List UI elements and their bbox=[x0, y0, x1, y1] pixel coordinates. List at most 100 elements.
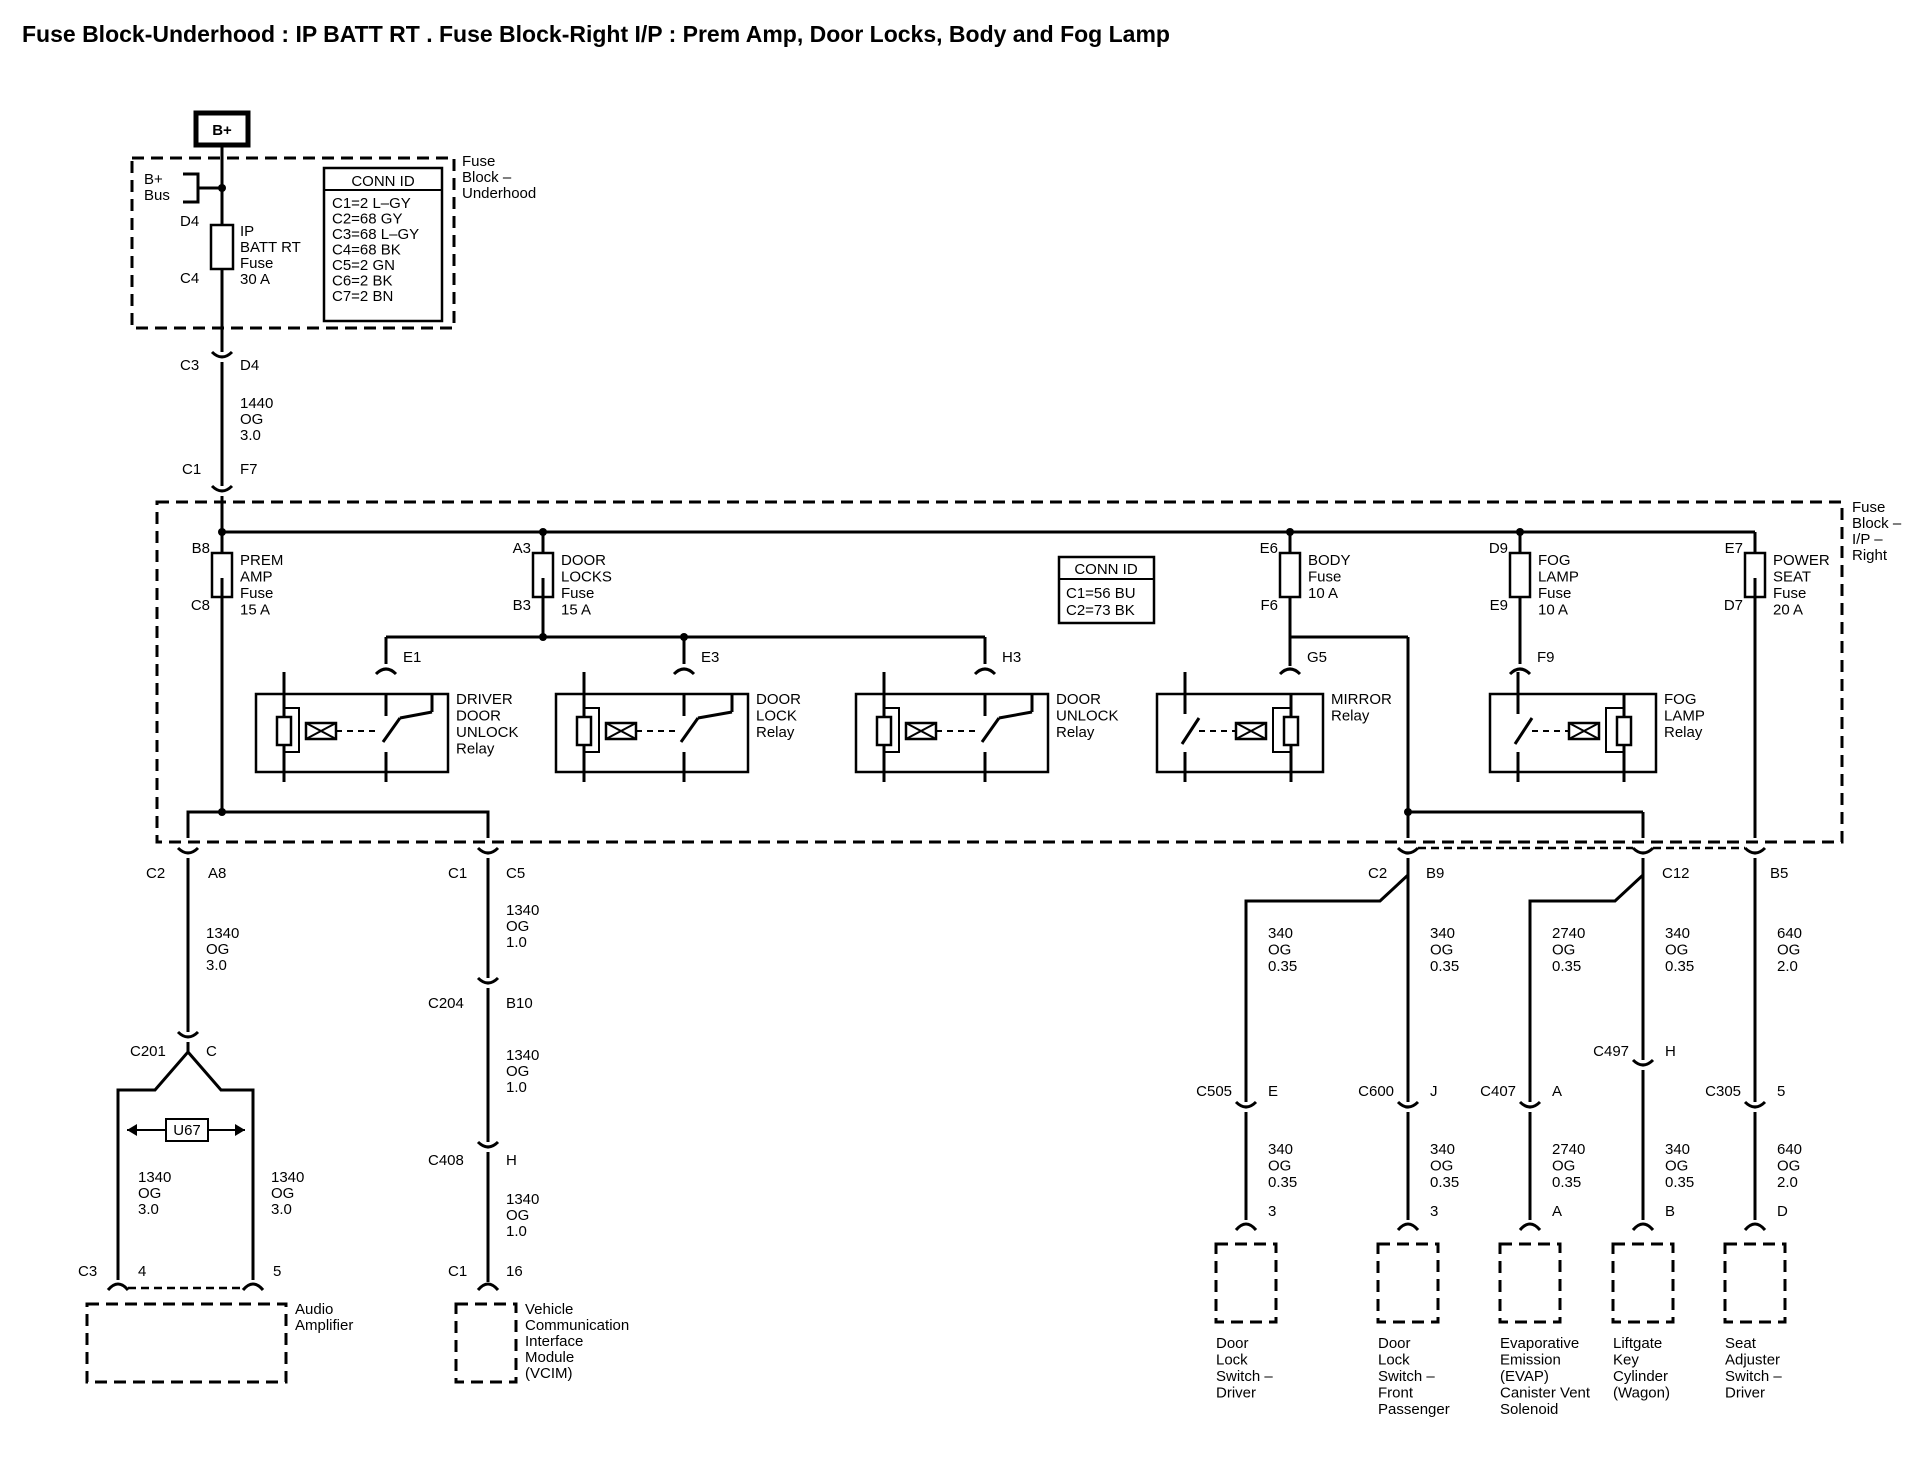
branch-wire2-label: 2740 bbox=[1552, 1141, 1585, 1158]
fuse-label-line: PREM bbox=[240, 552, 283, 569]
branch-inline-connector bbox=[1518, 1100, 1542, 1109]
vcim-wire1-label: 1340 OG 1.0 bbox=[506, 902, 539, 951]
branch-connector-id: C497 bbox=[1593, 1043, 1629, 1060]
relay-pin-label: E3 bbox=[701, 649, 719, 666]
fuse-label-line: LAMP bbox=[1538, 569, 1579, 586]
branch-inline-connector bbox=[1631, 1058, 1655, 1067]
svg-text:(VCIM): (VCIM) bbox=[525, 1365, 573, 1382]
component-connector bbox=[1743, 1222, 1767, 1232]
branch-inline-connector bbox=[1743, 1100, 1767, 1109]
branch-connector-id: C505 bbox=[1196, 1083, 1232, 1100]
branch-wire2-label: OG bbox=[1430, 1158, 1453, 1175]
fuse-symbol bbox=[1278, 551, 1302, 599]
branch-wire1-label: 2.0 bbox=[1777, 958, 1798, 975]
underhood-conn-id-title: CONN ID bbox=[351, 173, 415, 190]
u67-option-indicator: U67 bbox=[127, 1118, 245, 1142]
svg-text:C408: C408 bbox=[428, 1152, 464, 1169]
branch-wire2-label: 0.35 bbox=[1552, 1174, 1581, 1191]
svg-text:OG: OG bbox=[271, 1185, 294, 1202]
svg-text:Bus: Bus bbox=[144, 187, 170, 204]
connector-c1-c5: C1 C5 bbox=[448, 846, 525, 882]
underhood-block-label: Fuse Block – Underhood bbox=[462, 153, 536, 202]
connector-b5: B5 bbox=[1743, 846, 1788, 882]
fuse-bottom-pin: B3 bbox=[513, 597, 531, 614]
svg-text:30 A: 30 A bbox=[240, 271, 270, 288]
connector-c2-b9: C2 B9 bbox=[1368, 846, 1444, 882]
branch-wire2-label: 640 bbox=[1777, 1141, 1802, 1158]
svg-text:1.0: 1.0 bbox=[506, 1079, 527, 1096]
svg-text:1340: 1340 bbox=[506, 902, 539, 919]
svg-text:Vehicle: Vehicle bbox=[525, 1301, 573, 1318]
fuse-label-line: Fuse bbox=[240, 585, 273, 602]
svg-text:3.0: 3.0 bbox=[206, 957, 227, 974]
component-pin-label: B bbox=[1665, 1203, 1675, 1220]
component-label-line: Lock bbox=[1216, 1352, 1248, 1369]
component-label-line: Lock bbox=[1378, 1352, 1410, 1369]
branch-wire2-label: 0.35 bbox=[1268, 1174, 1297, 1191]
svg-text:C1: C1 bbox=[182, 461, 201, 478]
relay-label-line: Relay bbox=[1664, 724, 1703, 741]
relay-pin-connector bbox=[1278, 667, 1302, 676]
component-label-line: (Wagon) bbox=[1613, 1385, 1670, 1402]
relay-label-line: DOOR bbox=[1056, 691, 1101, 708]
svg-text:H: H bbox=[506, 1152, 517, 1169]
connector-c1-f7: C1 F7 bbox=[182, 461, 258, 493]
fuse-label-line: 10 A bbox=[1308, 585, 1338, 602]
branch-wire2-label: 340 bbox=[1430, 1141, 1455, 1158]
fuse-label-line: AMP bbox=[240, 569, 273, 586]
fuse-bottom-pin: C8 bbox=[191, 597, 210, 614]
underhood-conn-entry: C6=2 BK bbox=[332, 273, 392, 290]
fuse-bottom-pin: E9 bbox=[1490, 597, 1508, 614]
svg-text:1340: 1340 bbox=[271, 1169, 304, 1186]
relay-label-line: LOCK bbox=[756, 708, 797, 725]
fuse-bottom-pin: D7 bbox=[1724, 597, 1743, 614]
fuse-label-line: FOG bbox=[1538, 552, 1571, 569]
relay-label-line: DRIVER bbox=[456, 691, 513, 708]
component-box bbox=[1214, 1242, 1278, 1324]
ip-right-conn-c1: C1=56 BU bbox=[1066, 585, 1136, 602]
svg-text:C204: C204 bbox=[428, 995, 464, 1012]
svg-text:OG: OG bbox=[506, 1207, 529, 1224]
component-label-line: Evaporative bbox=[1500, 1335, 1579, 1352]
svg-text:C3: C3 bbox=[78, 1263, 97, 1280]
svg-text:D4: D4 bbox=[240, 357, 259, 374]
svg-text:Amplifier: Amplifier bbox=[295, 1317, 353, 1334]
branch-wire2-label: 340 bbox=[1665, 1141, 1690, 1158]
svg-text:C201: C201 bbox=[130, 1043, 166, 1060]
fuse-label-line: DOOR bbox=[561, 552, 606, 569]
branch-wire1-label: 340 bbox=[1430, 925, 1455, 942]
component-label-line: Switch – bbox=[1216, 1368, 1273, 1385]
branch-wire1-label: 2740 bbox=[1552, 925, 1585, 942]
underhood-conn-entry: C1=2 L–GY bbox=[332, 195, 411, 212]
pin-d4-label: D4 bbox=[180, 213, 199, 230]
fuse-symbol bbox=[1508, 551, 1532, 599]
relay-label-line: LAMP bbox=[1664, 708, 1705, 725]
fuse-label-line: BODY bbox=[1308, 552, 1351, 569]
relay-label-line: UNLOCK bbox=[1056, 708, 1119, 725]
connector-c2-a8: C2 A8 bbox=[146, 846, 226, 882]
fuse-top-pin: D9 bbox=[1489, 540, 1508, 557]
relay-pin-label: F9 bbox=[1537, 649, 1555, 666]
svg-text:C12: C12 bbox=[1662, 865, 1690, 882]
branch-wire2-label: 2.0 bbox=[1777, 1174, 1798, 1191]
relay-label-line: Relay bbox=[1331, 708, 1370, 725]
fuse-top-pin: A3 bbox=[513, 540, 531, 557]
bplus-bus-label: B+ Bus bbox=[144, 171, 170, 204]
component-label-line: Liftgate bbox=[1613, 1335, 1662, 1352]
component-pin-label: A bbox=[1552, 1203, 1562, 1220]
fuse-top-pin: E6 bbox=[1260, 540, 1278, 557]
fuse-label-line: LOCKS bbox=[561, 569, 612, 586]
branch-wire1-label: OG bbox=[1430, 942, 1453, 959]
branch-wire1-label: OG bbox=[1665, 942, 1688, 959]
fuse-label-line: SEAT bbox=[1773, 569, 1811, 586]
svg-text:I/P –: I/P – bbox=[1852, 531, 1883, 548]
component-box bbox=[1376, 1242, 1440, 1324]
svg-text:A8: A8 bbox=[208, 865, 226, 882]
